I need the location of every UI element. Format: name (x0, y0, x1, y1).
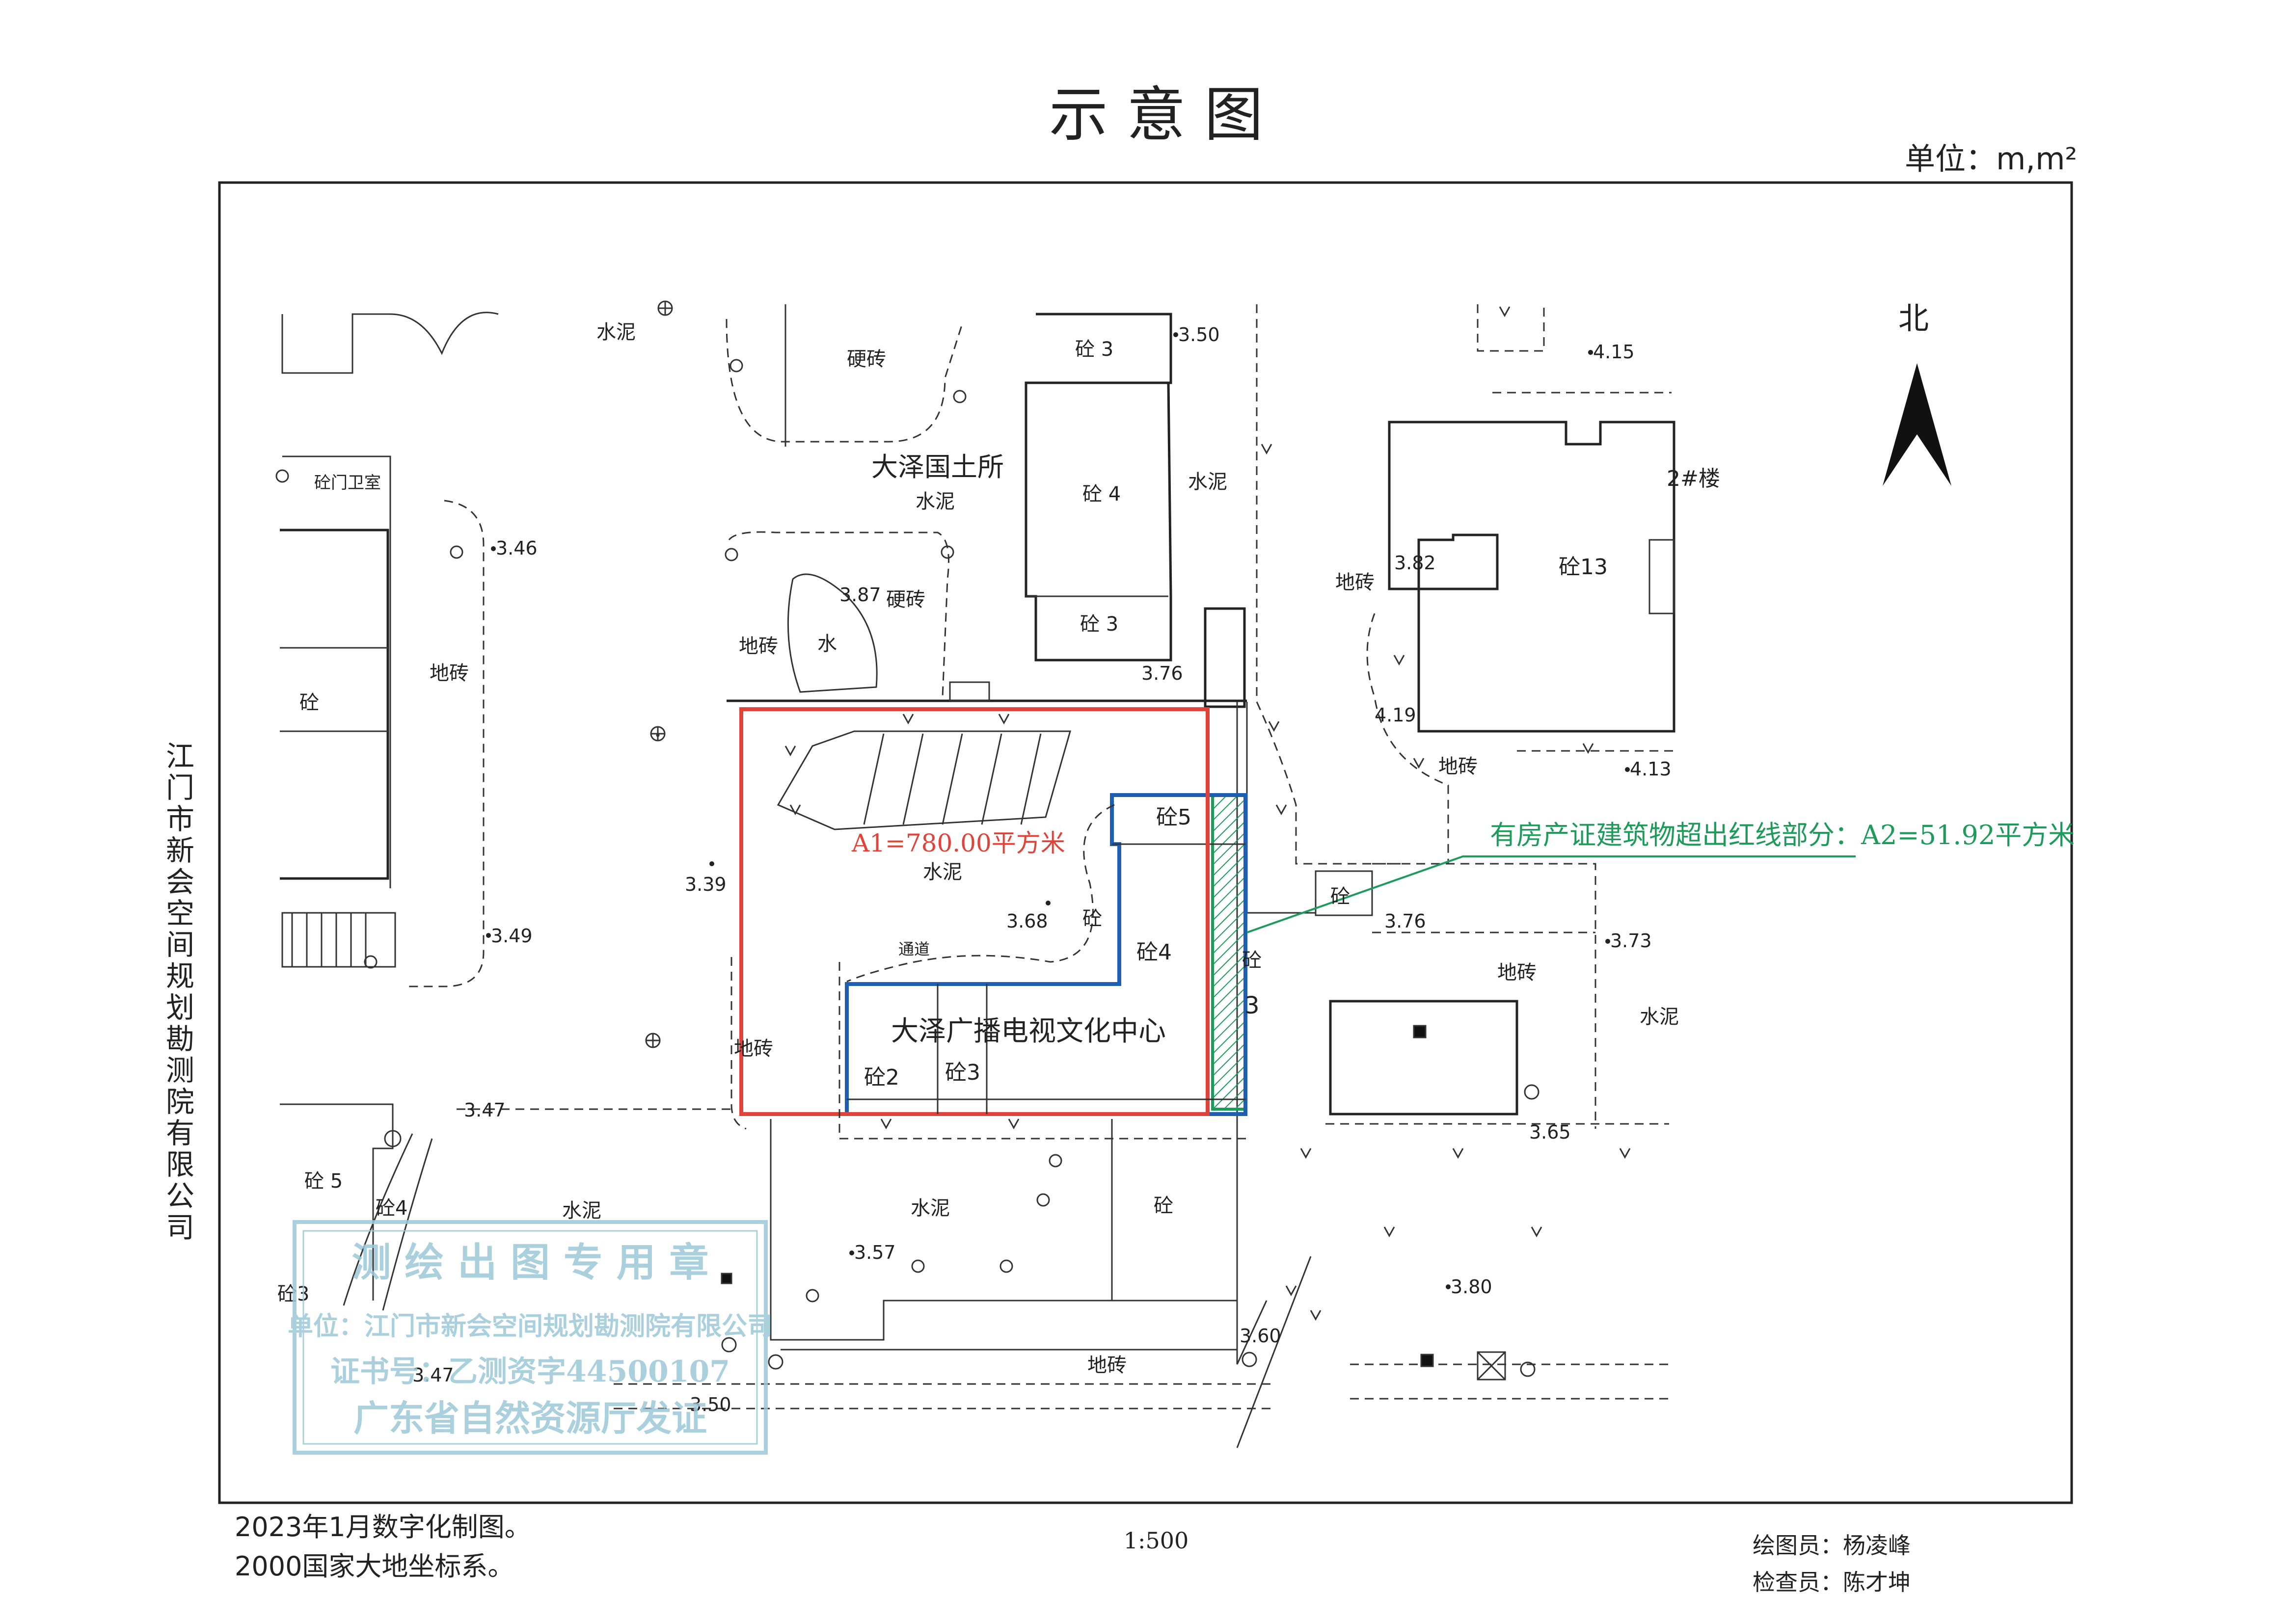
elev-419: 4.19 (1375, 704, 1416, 726)
lamp-icon (275, 469, 738, 1147)
elev-373: 3.73 (1610, 930, 1652, 952)
label-shui: 水 (817, 633, 837, 655)
label-shuini-top: 水泥 (596, 321, 636, 344)
stamp-line4: 广东省自然资源厅发证 (353, 1397, 707, 1439)
transformer-icon (721, 1025, 1434, 1367)
elev-413: 4.13 (1630, 758, 1672, 780)
page-title: 示 意 图 (1049, 81, 1263, 149)
red-line-boundary (739, 707, 1210, 1116)
label-dizhuan-a: 地砖 (739, 635, 778, 658)
elev-368: 3.68 (1006, 910, 1048, 932)
grass-symbol-icon (784, 306, 1631, 1321)
elev-380: 3.80 (1451, 1276, 1492, 1298)
label-shuini-inner: 水泥 (923, 861, 962, 883)
elev-357: 3.57 (854, 1242, 896, 1263)
company-name-vertical: 江门市新会空间规划勘测院有限公司 (161, 741, 194, 1244)
elev-349: 3.49 (491, 925, 533, 947)
north-arrow: 北 (1883, 300, 1951, 486)
label-shuini-mid: 水泥 (916, 490, 955, 513)
footer-coord: 2000国家大地坐标系。 (235, 1551, 514, 1582)
stamp-line1: 测 绘 出 图 专 用 章 (351, 1239, 708, 1285)
a2-area-label: 有房产证建筑物超出红线部分：A2=51.92平方米 (1490, 820, 2075, 851)
elev-347a: 3.47 (464, 1099, 506, 1121)
label-shuini-e: 水泥 (1640, 1006, 1679, 1028)
label-shuini-sw: 水泥 (562, 1199, 601, 1222)
elevation-points: 3.50 4.15 3.46 3.87 3.76 3.82 4.19 4.13 … (412, 324, 1672, 1415)
elev-347b: 3.47 (412, 1364, 454, 1386)
map-labels: 水泥 硬砖 大泽国土所 水泥 水泥 砼 3 砼 4 砼 3 砼门卫室 硬砖 水 … (277, 321, 1720, 1377)
excess-area-a2 (1211, 794, 1247, 1111)
label-c3c: 砼3 (945, 1060, 980, 1085)
label-tusuo: 大泽国土所 (871, 452, 1004, 482)
stamp-line3: 证书号：乙测资字44500107 (330, 1355, 730, 1389)
label-shuini-s: 水泥 (911, 1197, 950, 1220)
label-yingzhuan-top: 硬砖 (847, 348, 886, 371)
label-c-east: 砼 (1242, 949, 1262, 972)
elev-350b: 3.50 (690, 1394, 731, 1415)
label-weisheng: 砼门卫室 (314, 473, 381, 493)
label-c13: 砼13 (1559, 555, 1608, 580)
building-name: 大泽广播电视文化中心 (891, 1015, 1166, 1047)
label-dizhuan-d: 地砖 (1438, 755, 1478, 778)
parcel-layer (739, 707, 1247, 1140)
survey-stamp: 测 绘 出 图 专 用 章 单位：江门市新会空间规划勘测院有限公司 证书号：乙测… (288, 1220, 773, 1455)
label-tongdao: 通道 (898, 940, 930, 958)
label-shuini-right: 水泥 (1188, 471, 1227, 493)
label-c4c: 砼4 (376, 1197, 407, 1220)
elev-387: 3.87 (839, 584, 881, 606)
hydrant-icon (721, 1084, 1540, 1377)
manhole-icon (645, 1033, 661, 1048)
plus-marker-icon (656, 733, 660, 737)
map-frame (218, 181, 2073, 1504)
elev-365: 3.65 (1529, 1121, 1571, 1143)
label-dizhuan-s: 地砖 (1087, 1354, 1127, 1377)
label-bldg2: 2#楼 (1667, 466, 1720, 491)
elev-376a: 3.76 (1141, 663, 1183, 684)
elev-376b: 3.76 (1384, 910, 1426, 932)
elev-346: 3.46 (496, 537, 538, 559)
label-c4b: 砼4 (1136, 940, 1172, 965)
label-c-left: 砼 (299, 692, 319, 714)
elev-382: 3.82 (1394, 552, 1436, 574)
label-east3: 3 (1244, 992, 1260, 1019)
elev-339: 3.39 (685, 874, 727, 895)
elev-360: 3.60 (1240, 1325, 1281, 1347)
label-c-inner: 砼 (1082, 907, 1102, 930)
north-arrow-icon (1883, 363, 1951, 486)
label-c3b: 砼 3 (1080, 613, 1118, 636)
label-dizhuan-f: 地砖 (734, 1038, 773, 1060)
label-c3a: 砼 3 (1075, 338, 1113, 361)
stamp-line2: 单位：江门市新会空间规划勘测院有限公司 (288, 1311, 773, 1341)
label-dizhuan-e: 地砖 (1497, 961, 1537, 984)
tree-icon (729, 359, 1062, 1303)
footer-checker: 检查员：陈才坤 (1753, 1569, 1911, 1596)
a2-leader-line (1246, 855, 1856, 933)
label-dizhuan-b: 地砖 (430, 662, 469, 685)
box-icon (1477, 1351, 1506, 1381)
footer-date: 2023年1月数字化制图。 (235, 1512, 531, 1543)
a1-area-label: A1=780.00平方米 (851, 829, 1065, 857)
label-dizhuan-c: 地砖 (1335, 571, 1375, 594)
label-c5: 砼5 (1156, 805, 1191, 830)
background-linework (280, 304, 1675, 1448)
label-c2: 砼2 (864, 1065, 899, 1090)
footer-scale: 1:500 (1124, 1527, 1189, 1554)
label-c-s: 砼 (1154, 1195, 1173, 1217)
map-symbols (275, 300, 1631, 1381)
unit-label: 单位：m,m² (1905, 141, 2077, 177)
label-c-small: 砼 (1330, 885, 1350, 908)
footer-drawer: 绘图员：杨凌峰 (1753, 1532, 1911, 1559)
elev-350: 3.50 (1178, 324, 1220, 346)
label-c4a: 砼 4 (1082, 483, 1121, 506)
north-label: 北 (1898, 300, 1929, 336)
elev-415: 4.15 (1593, 341, 1635, 363)
manhole-icon (657, 300, 673, 316)
label-yingzhuan-mid: 硬砖 (886, 588, 925, 611)
label-c5b: 砼 5 (304, 1170, 343, 1193)
